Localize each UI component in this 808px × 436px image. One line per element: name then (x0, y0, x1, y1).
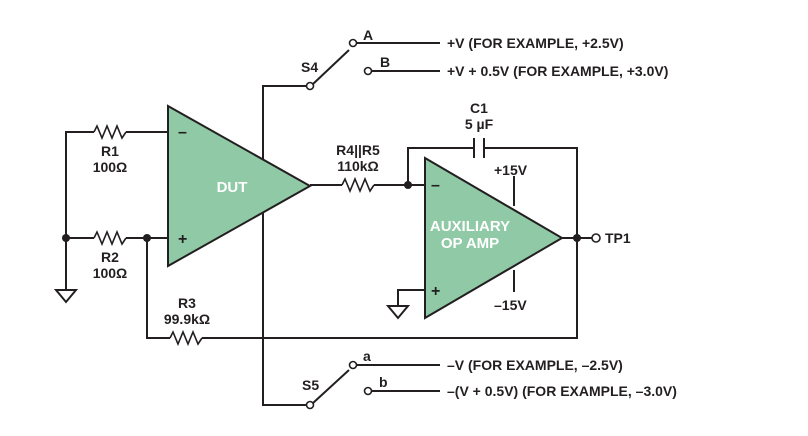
resistor-r45-symbol (341, 176, 375, 194)
aux-pos-supply-label: +15V (494, 162, 528, 178)
resistor-r3-symbol (169, 329, 203, 347)
rail-label-s4-a: +V (FOR EXAMPLE, +2.5V) (447, 35, 624, 51)
rail-label-s5-a: –V (FOR EXAMPLE, –2.5V) (447, 357, 623, 373)
resistor-r1-value: 100Ω (93, 159, 128, 175)
rail-label-s4-b: +V + 0.5V (FOR EXAMPLE, +3.0V) (447, 63, 668, 79)
dut-amplifier: DUT – + (167, 104, 313, 268)
aux-neg-supply-label: –15V (494, 297, 527, 313)
wire-r1 (65, 131, 168, 238)
resistor-r3-name: R3 (178, 295, 196, 311)
capacitor-c1-plates (473, 138, 485, 158)
resistor-r2-value: 100Ω (93, 265, 128, 281)
rail-label-s5-b: –(V + 0.5V) (FOR EXAMPLE, –3.0V) (447, 383, 677, 399)
switch-s5-label: S5 (302, 377, 319, 393)
dut-minus-pin: – (178, 124, 187, 141)
test-point-tp1: TP1 (591, 230, 631, 246)
switch-s4-pos-a: A (363, 27, 373, 43)
ground-aux (385, 305, 411, 320)
switch-s4-common (305, 81, 315, 91)
resistor-r45-name: R4||R5 (336, 142, 380, 158)
resistor-r2-symbol (93, 229, 127, 247)
switch-s4-pos-b: B (380, 54, 390, 70)
dut-label: DUT (217, 179, 248, 196)
ground-aux-icon (385, 305, 411, 320)
wire-dut-supply-bus (262, 85, 310, 406)
switch-s5-blade (312, 369, 350, 404)
capacitor-c1-name: C1 (470, 100, 488, 116)
ground-left-icon (53, 289, 79, 304)
aux-plus-pin: + (431, 283, 440, 300)
test-point-tp1-terminal (591, 233, 601, 243)
junction-left-node (62, 234, 70, 242)
junction-aux-minus (404, 181, 412, 189)
ground-left (53, 289, 79, 304)
resistor-r4-r5: R4||R5 110kΩ (336, 142, 380, 194)
aux-minus-pin: – (431, 177, 440, 194)
switch-s5-pos-b: b (379, 374, 388, 390)
capacitor-c1: C1 5 µF (465, 100, 494, 158)
switch-s4: S4 A B +V (FOR EXAMPLE, +2.5V) +V + 0.5V… (301, 27, 668, 91)
resistor-r1-symbol (93, 123, 127, 141)
resistor-r2: R2 100Ω (93, 229, 128, 281)
switch-s4-label: S4 (301, 59, 318, 75)
switch-s5-terminal-b (363, 386, 373, 396)
resistor-r3-value: 99.9kΩ (164, 311, 210, 327)
aux-op-amp: AUXILIARY OP AMP – + +15V –15V (424, 156, 564, 320)
aux-triangle (424, 156, 564, 320)
test-point-tp1-label: TP1 (605, 230, 631, 246)
wire-r3 (146, 238, 578, 339)
resistor-r1: R1 100Ω (93, 123, 128, 175)
junctions (62, 181, 581, 242)
resistor-r2-name: R2 (101, 249, 119, 265)
switch-s4-blade (312, 49, 350, 85)
resistor-r1-name: R1 (101, 143, 119, 159)
switch-s5-terminal-a (348, 360, 358, 370)
aux-label-line1: AUXILIARY (430, 218, 510, 235)
wiring (65, 42, 592, 406)
resistor-r3: R3 99.9kΩ (164, 295, 210, 347)
aux-label-line2: OP AMP (441, 235, 499, 252)
junction-dut-plus (143, 234, 151, 242)
wire-aux-plus-ground (397, 289, 425, 306)
switch-s5: S5 a b –V (FOR EXAMPLE, –2.5V) –(V + 0.5… (302, 348, 677, 410)
dut-plus-pin: + (178, 231, 187, 248)
wire-c1 (407, 147, 578, 238)
switch-s4-terminal-b (363, 66, 373, 76)
junction-aux-output (573, 234, 581, 242)
capacitor-c1-value: 5 µF (465, 116, 494, 132)
switch-s5-common (305, 400, 315, 410)
resistor-r45-value: 110kΩ (337, 158, 379, 174)
switch-s5-pos-a: a (363, 348, 371, 364)
dut-triangle (167, 104, 313, 268)
switch-s4-terminal-a (348, 38, 358, 48)
